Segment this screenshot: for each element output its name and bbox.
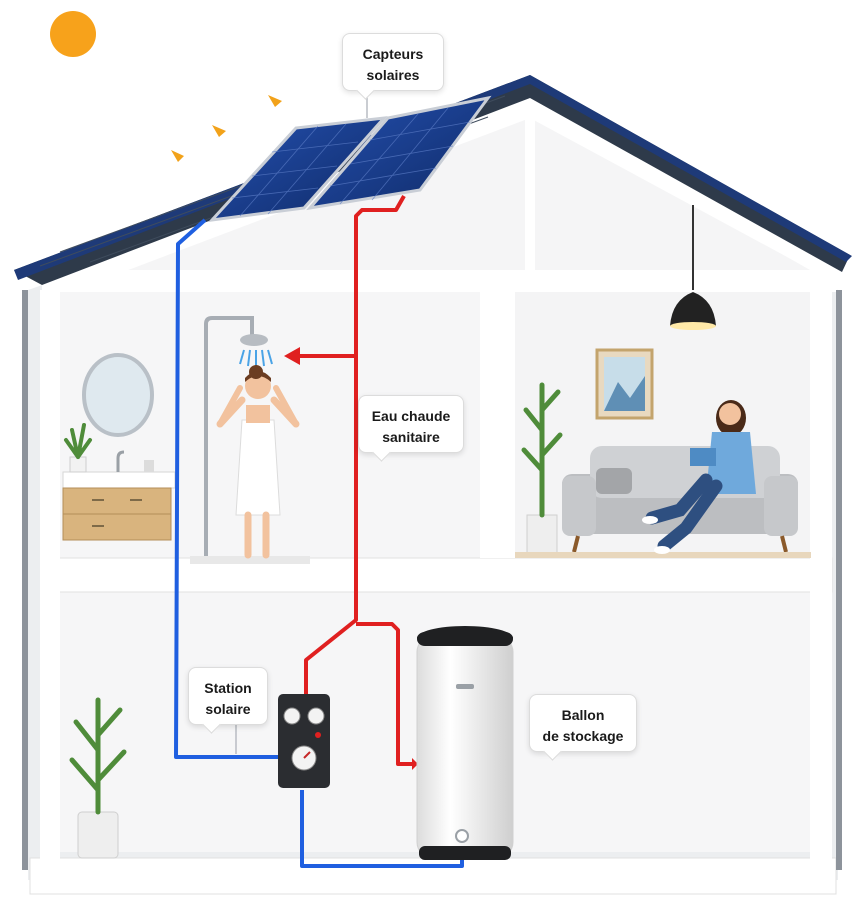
cold-pipe-collector-return bbox=[174, 218, 278, 759]
pendant-lamp-icon bbox=[670, 292, 716, 326]
pipes bbox=[174, 195, 464, 868]
hot-pipe-tank-feed bbox=[356, 622, 416, 766]
storage-tank bbox=[416, 626, 514, 860]
label-line: Ballon bbox=[561, 707, 605, 723]
label-solar-collectors: Capteurs solaires bbox=[342, 33, 444, 91]
shower-head-icon bbox=[240, 334, 268, 346]
bathroom bbox=[62, 316, 310, 564]
solar-station bbox=[278, 694, 330, 788]
person-showering bbox=[216, 365, 300, 559]
label-line: de stockage bbox=[542, 728, 624, 744]
label-line: Capteurs bbox=[362, 46, 424, 62]
label-solar-station: Station solaire bbox=[188, 667, 268, 725]
sun-rays bbox=[171, 95, 282, 162]
label-line: Eau chaude bbox=[371, 408, 451, 424]
label-storage-tank: Ballon de stockage bbox=[529, 694, 637, 752]
hot-water-arrow-icon bbox=[284, 347, 300, 365]
label-line: solaires bbox=[366, 67, 420, 83]
ground-floor bbox=[69, 697, 127, 859]
sink-counter bbox=[62, 471, 176, 489]
mirror bbox=[82, 353, 154, 437]
hot-pipe-collector-flow bbox=[304, 195, 406, 696]
sun-icon bbox=[50, 11, 96, 57]
label-domestic-hot-water: Eau chaude sanitaire bbox=[358, 395, 464, 453]
label-line: Station bbox=[204, 680, 252, 696]
person-reading bbox=[642, 400, 756, 554]
cold-pipe-end-icon bbox=[412, 758, 418, 770]
shower-pipe bbox=[204, 316, 254, 556]
label-line: solaire bbox=[205, 701, 251, 717]
living-room bbox=[515, 205, 811, 558]
label-line: sanitaire bbox=[382, 429, 440, 445]
solar-panels bbox=[208, 95, 492, 223]
